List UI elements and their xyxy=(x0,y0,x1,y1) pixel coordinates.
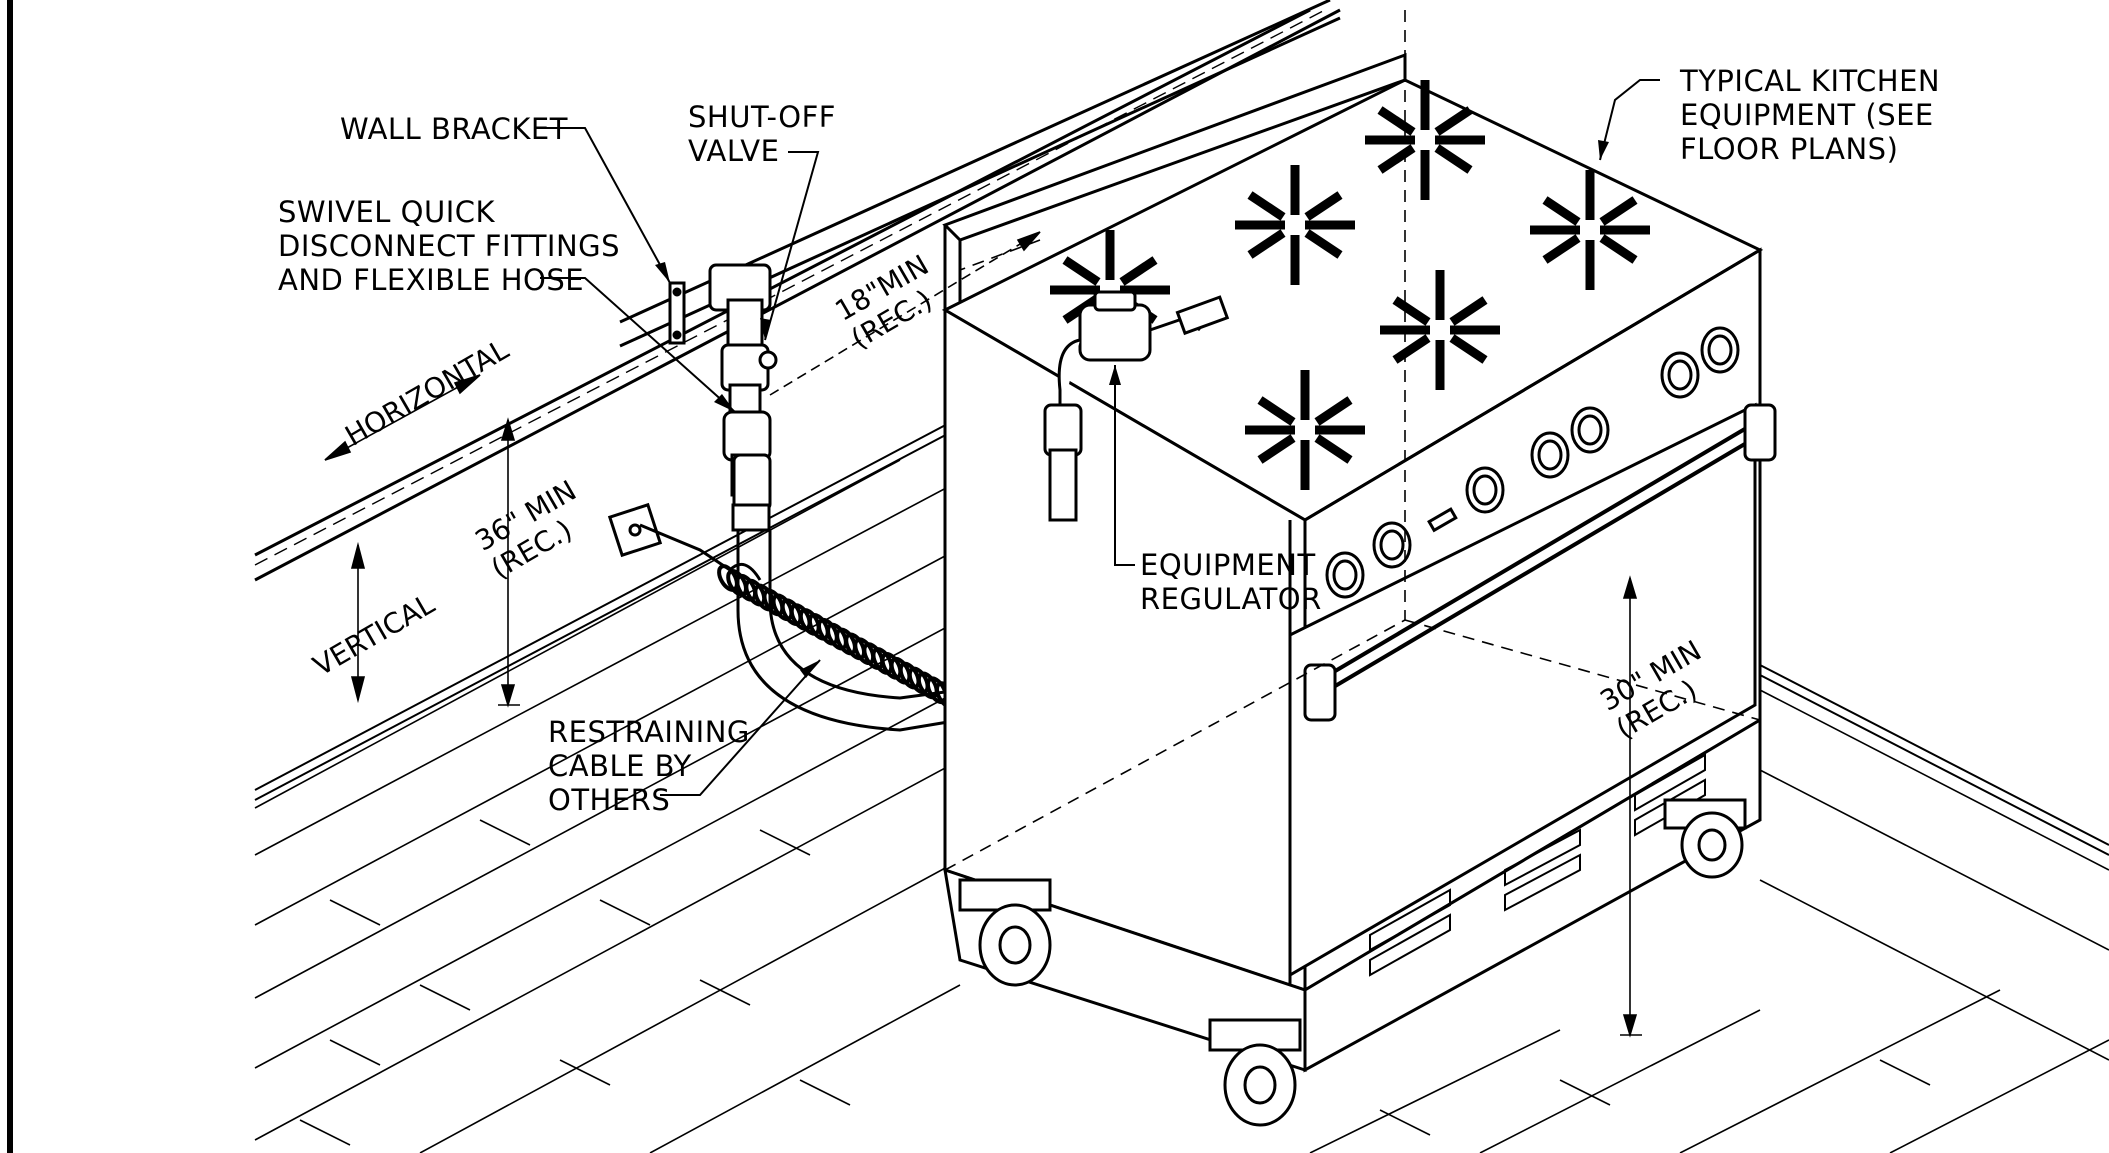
wall-bracket xyxy=(668,281,686,345)
control-knobs xyxy=(1325,326,1740,599)
wall-floor-line xyxy=(254,419,2109,856)
equipment-regulator-label-line-1: EQUIPMENT xyxy=(1140,548,1316,582)
wall-bracket-label-line-1: WALL BRACKET xyxy=(340,112,568,146)
vent-louvers xyxy=(1369,753,1706,977)
leader-arrowheads xyxy=(655,140,1609,678)
typical-equipment-label-line-1: TYPICAL KITCHEN xyxy=(1680,64,1941,98)
flexible-hose xyxy=(736,530,961,732)
typical-equipment-label: TYPICAL KITCHEN EQUIPMENT (SEE FLOOR PLA… xyxy=(1680,64,1940,166)
shutoff-valve-label: SHUT-OFF VALVE xyxy=(688,100,836,168)
shutoff-valve-label-line-2: VALVE xyxy=(688,134,780,168)
shutoff-valve-label-line-1: SHUT-OFF xyxy=(688,100,836,134)
quick-disconnect-fitting xyxy=(731,453,772,532)
equipment-regulator xyxy=(1043,290,1230,522)
equipment-regulator-label-line-2: REGULATOR xyxy=(1140,582,1322,616)
restraining-cable xyxy=(607,502,762,581)
typical-equipment-label-line-3: FLOOR PLANS) xyxy=(1680,132,1899,166)
restraining-cable-label-line-2: CABLE BY xyxy=(548,749,692,783)
floor-planks xyxy=(254,459,2109,1153)
swivel-fittings-label-line-1: SWIVEL QUICK xyxy=(278,195,496,229)
dimension-lines xyxy=(324,231,1642,1038)
restraining-cable-label-line-3: OTHERS xyxy=(548,783,671,817)
equipment-regulator-label: EQUIPMENT REGULATOR xyxy=(1140,548,1322,616)
typical-equipment-label-line-2: EQUIPMENT (SEE xyxy=(1680,98,1934,132)
wall-cap xyxy=(254,8,1341,582)
range-body xyxy=(941,52,1777,1073)
casters xyxy=(958,798,1747,1127)
restraining-cable-label: RESTRAINING CABLE BY OTHERS xyxy=(548,715,750,817)
range-hidden-edges xyxy=(944,10,1761,871)
wall-bracket-label: WALL BRACKET xyxy=(340,112,568,146)
swivel-fittings-label-line-3: AND FLEXIBLE HOSE xyxy=(278,263,585,297)
swivel-fittings-label-line-2: DISCONNECT FITTINGS xyxy=(278,229,621,263)
pipe-tee-and-drop xyxy=(708,263,778,422)
restraining-cable-label-line-1: RESTRAINING xyxy=(548,715,750,749)
restraining-cable-coil xyxy=(717,564,966,714)
leader-lines xyxy=(540,79,1660,796)
swivel-fittings-label: SWIVEL QUICK DISCONNECT FITTINGS AND FLE… xyxy=(278,195,620,297)
